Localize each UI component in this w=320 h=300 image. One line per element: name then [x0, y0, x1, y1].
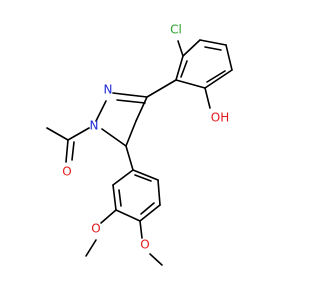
bond: [112, 184, 117, 211]
bond: [175, 79, 206, 89]
bond: [95, 100, 107, 122]
bond-methoxy-3-methyl: [85, 239, 97, 257]
bond-to-chlorine: [177, 40, 184, 57]
bond: [112, 169, 134, 186]
bond: [199, 39, 227, 46]
bond-carbonyl-to-methyl: [46, 127, 69, 141]
double-bond-inner: [206, 70, 226, 83]
bond: [139, 204, 161, 222]
double-bond-inner: [140, 202, 155, 215]
bond: [135, 96, 148, 122]
pyrazoline-ring: [95, 92, 148, 147]
double-bond-carbonyl: [71, 141, 75, 161]
bond: [175, 55, 184, 81]
nitrogen-label-n1: N: [90, 119, 99, 133]
nitrogen-label-n2: N: [104, 83, 113, 97]
bond-to-hydroxyl: [204, 87, 211, 109]
bond-pyrazoline-to-aryl: [125, 145, 134, 171]
dimethoxyphenyl-ring: [112, 169, 161, 222]
bond-to-methoxy-3: [100, 209, 117, 224]
bond: [125, 120, 137, 147]
double-bond-c-n: [116, 99, 146, 104]
bond: [101, 128, 127, 147]
bond-aryl-to-pyrazoline: [146, 79, 177, 98]
double-bond-inner: [180, 60, 188, 78]
methoxy-4-oxygen-label: O: [140, 238, 149, 252]
double-bond-inner: [118, 189, 122, 207]
chlorine-label: Cl: [170, 23, 182, 37]
bond: [182, 39, 201, 57]
bond: [157, 179, 161, 206]
hydroxyl-label: OH: [211, 111, 229, 125]
bond: [225, 44, 233, 71]
methoxy-3-oxygen-label: O: [91, 222, 100, 236]
bond: [112, 92, 148, 98]
double-bond-carbonyl: [65, 139, 69, 163]
chlorophenol-ring: [175, 39, 233, 89]
bond: [132, 169, 159, 181]
bond: [115, 209, 141, 222]
double-bond-inner: [134, 174, 152, 182]
bond-to-methoxy-4: [139, 220, 143, 239]
molecule-svg: Cl OH N N O O O: [46, 23, 233, 266]
double-bond-inner: [204, 46, 222, 51]
bond-n-to-carbonyl: [67, 127, 90, 141]
carbonyl-oxygen-label: O: [62, 165, 71, 179]
bond-methoxy-4-methyl: [149, 253, 163, 266]
molecule-diagram: Cl OH N N O O O: [46, 22, 233, 266]
bond: [204, 69, 233, 89]
